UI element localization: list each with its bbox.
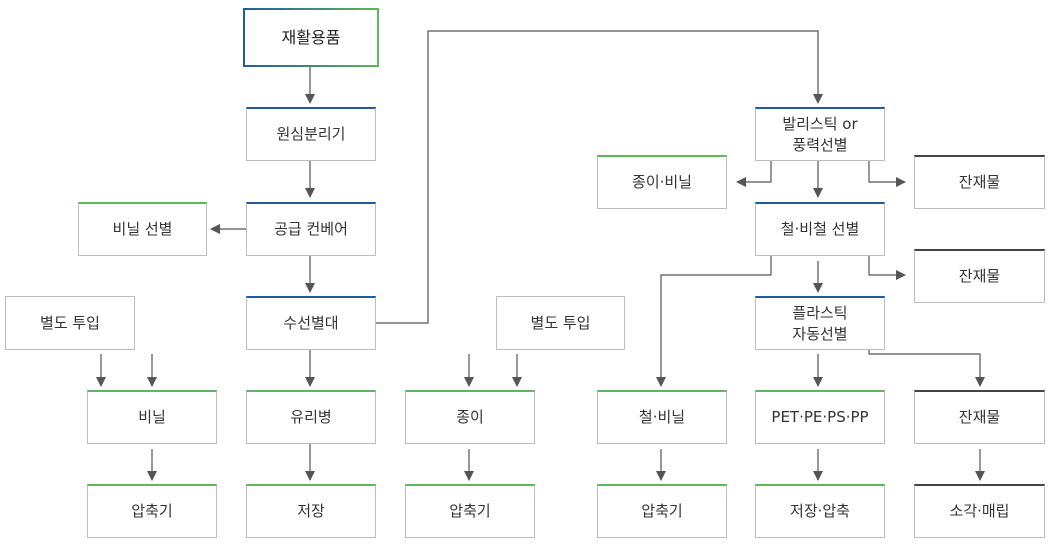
arrow-plastic-to-residue-3 (868, 350, 985, 387)
node-residue-2: 잔재물 (914, 249, 1045, 303)
node-glass-bottle: 유리병 (246, 390, 376, 444)
node-incinerate-landfill: 소각·매립 (914, 484, 1045, 538)
node-residue-3: 잔재물 (914, 390, 1045, 444)
node-plastic-auto-sort: 플라스틱 자동선별 (755, 296, 885, 350)
arrow-manual-sort-to-ballistic (376, 30, 823, 324)
node-storage-1: 저장 (246, 484, 376, 538)
node-centrifugal-separator: 원심분리기 (246, 107, 376, 161)
arrow-ballistic-to-residue-1 (868, 161, 906, 187)
arrow-iron-sort-to-iron-vinyl (656, 256, 772, 387)
arrow-iron-sort-to-residue-2 (868, 256, 906, 280)
node-pet-pe-ps-pp: PET·PE·PS·PP (755, 390, 885, 444)
node-manual-sort-table: 수선별대 (246, 296, 376, 350)
node-vinyl-sort: 비닐 선별 (78, 202, 207, 256)
node-ballistic-separator: 발리스틱 or 풍력선별 (755, 107, 885, 161)
node-residue-1: 잔재물 (914, 155, 1045, 209)
node-recyclables: 재활용품 (243, 8, 379, 67)
node-vinyl: 비닐 (87, 390, 217, 444)
node-storage-compress: 저장·압축 (755, 484, 885, 538)
node-iron-vinyl: 철·비닐 (597, 390, 727, 444)
node-separate-input-left: 별도 투입 (5, 296, 135, 350)
node-compactor-3: 압축기 (597, 484, 727, 538)
node-supply-conveyor: 공급 컨베어 (246, 202, 376, 256)
node-separate-input-mid: 별도 투입 (496, 296, 625, 350)
node-compactor-1: 압축기 (87, 484, 217, 538)
arrow-ballistic-to-paper-vinyl (736, 161, 772, 187)
node-paper: 종이 (405, 390, 535, 444)
node-compactor-2: 압축기 (405, 484, 535, 538)
node-paper-vinyl: 종이·비닐 (597, 155, 727, 209)
node-iron-nonferrous-sort: 철·비철 선별 (755, 202, 885, 256)
